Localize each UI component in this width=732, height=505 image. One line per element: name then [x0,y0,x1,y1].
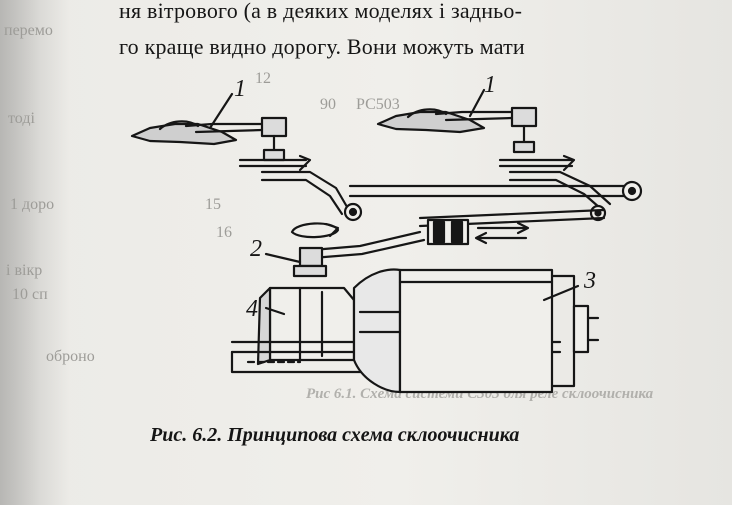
label-3: 3 [583,268,596,294]
bleed-text: 15 [205,196,221,213]
bleed-text: перемо [4,22,53,39]
bleed-text: тоді [8,110,35,127]
bleed-text: 1 доро [10,196,55,213]
label-2: 2 [250,236,262,262]
bleed-text: оброно [46,348,95,365]
bleed-text: і вікр [6,262,43,279]
bleed-text: 90 [320,96,336,113]
body-text-line: го краще видно дорогу. Вони можуть мати [119,34,525,59]
body-text-line: ня вітрового (а в деяких моделях і заднь… [119,0,523,23]
label-1-left: 1 [234,76,246,102]
label-1-right: 1 [484,72,496,98]
bleed-text: 10 сп [12,286,48,303]
label-4: 4 [246,296,258,322]
wiper-blade-right [376,106,576,172]
wiper-blade-left [130,116,312,172]
page-gutter-shadow [0,0,70,505]
figure-caption: Рис. 6.2. Принципова схема склоочисника [150,424,520,446]
bleed-text: 16 [216,224,232,241]
bleed-text: РС503 [356,96,400,113]
bleed-text: 12 [255,70,271,87]
